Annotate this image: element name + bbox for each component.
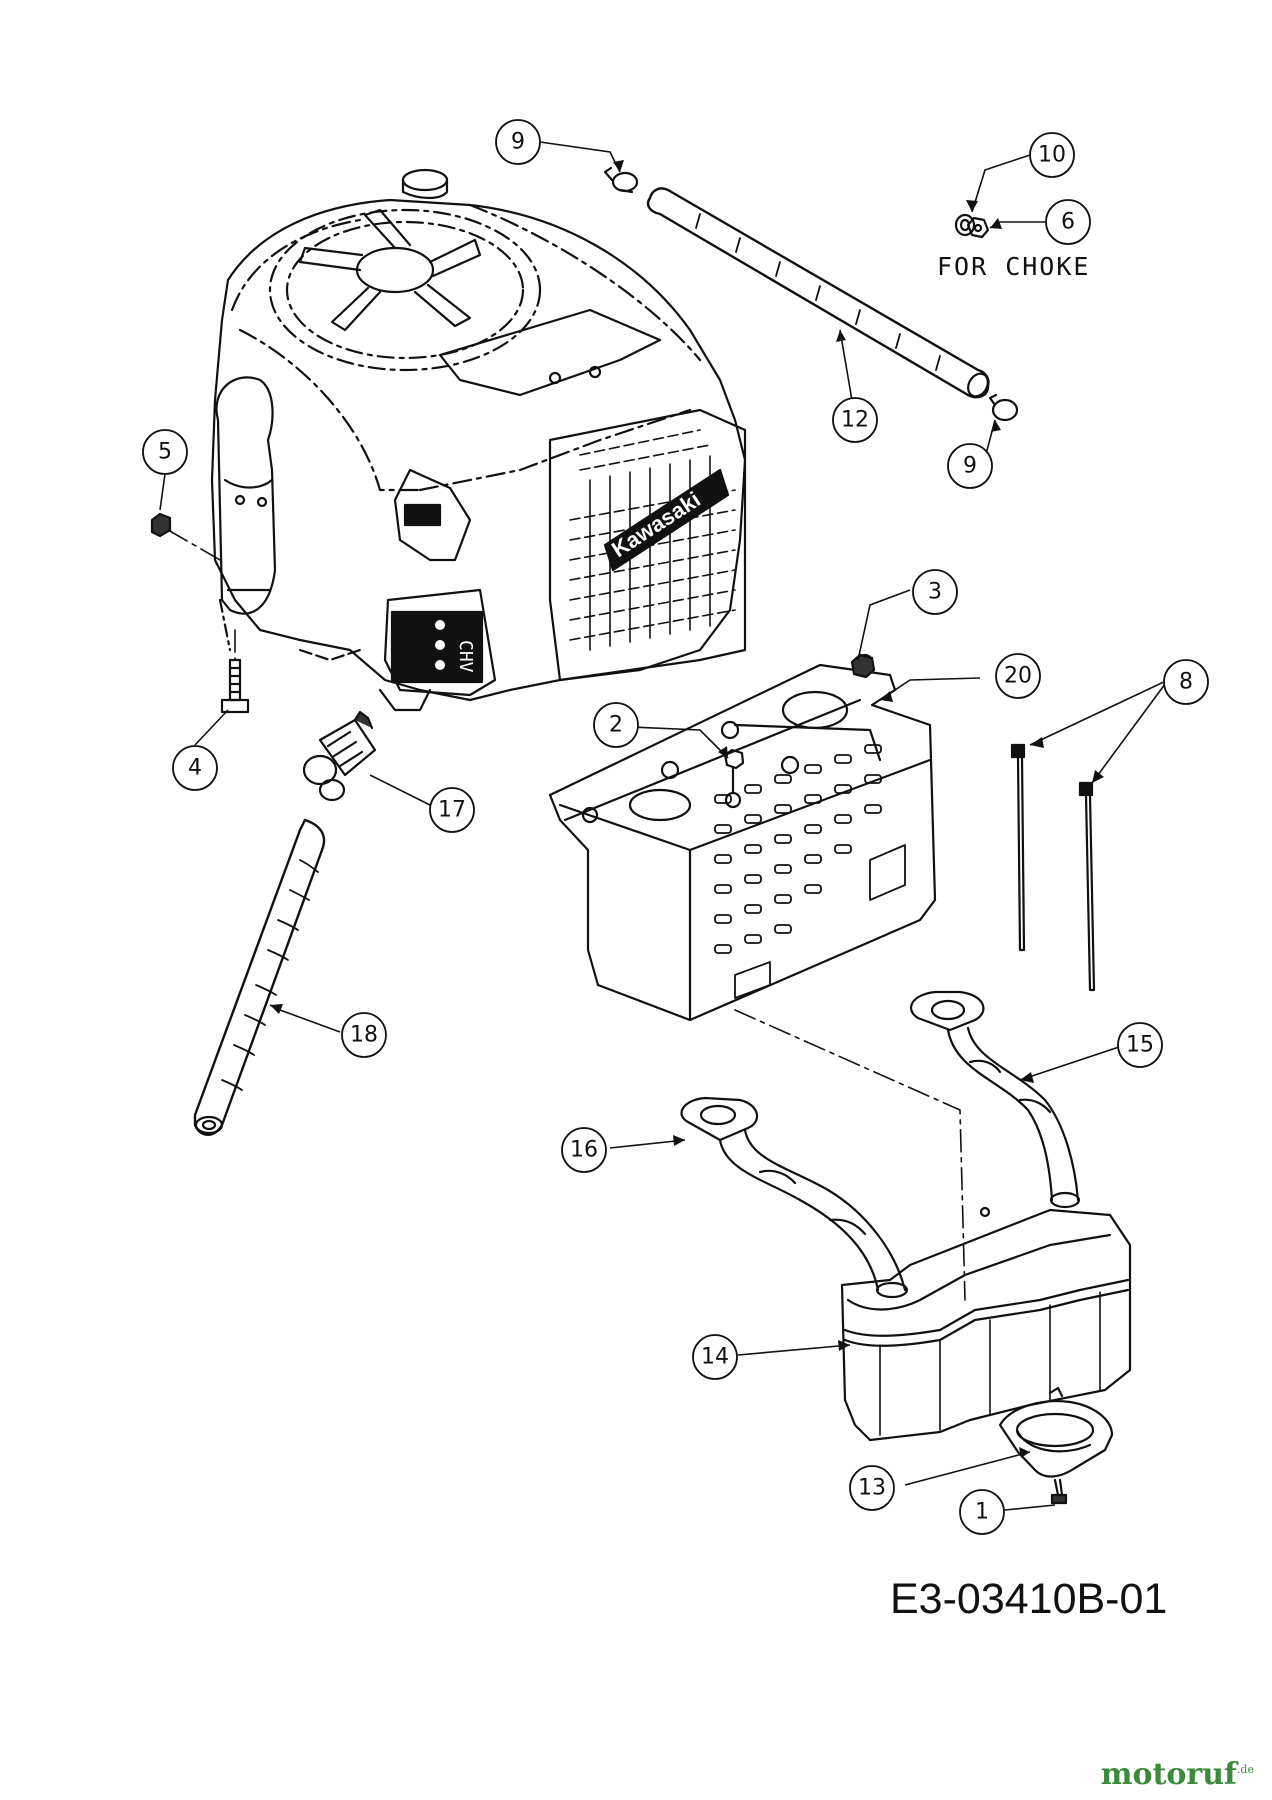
callout-5: 5 [142, 429, 188, 475]
part-20-heat-shield [548, 653, 937, 1022]
part-4-bolt [220, 658, 250, 714]
callout-8: 8 [1163, 659, 1209, 705]
callout-20: 20 [995, 653, 1041, 699]
callout-1: 1 [959, 1489, 1005, 1535]
callout-label: 13 [858, 1476, 886, 1501]
callout-label: 18 [350, 1023, 378, 1048]
part-8-cable-tie-left [1010, 743, 1026, 952]
callout-label: 9 [511, 130, 525, 155]
part-17-connector [302, 710, 377, 802]
part-13-deflector [998, 1386, 1114, 1478]
leader-arrows [270, 160, 1104, 1458]
callout-label: 15 [1126, 1033, 1154, 1058]
callout-label: 8 [1179, 670, 1193, 695]
callout-3: 3 [912, 569, 958, 615]
part-5-nut [150, 512, 172, 538]
assembly-lines [167, 529, 966, 1301]
svg-text:CHV: CHV [455, 640, 476, 673]
callout-label: 12 [841, 408, 869, 433]
callout-label: 14 [701, 1345, 729, 1370]
callout-4: 4 [172, 745, 218, 791]
callout-label: 5 [158, 440, 172, 465]
watermark-suffix: .de [1236, 1763, 1254, 1776]
drawing-code: E3-03410B-01 [890, 1575, 1168, 1623]
callout-label: 9 [963, 454, 977, 479]
part-9-clamp-bottom [988, 393, 1019, 422]
part-2-bolt [723, 748, 745, 809]
part-18-hose [193, 818, 326, 1136]
callout-16: 16 [561, 1127, 607, 1173]
callout-bubbles: 9 10 6 9 12 5 4 17 18 3 20 2 8 15 16 14 … [142, 119, 1209, 1535]
callout-15: 15 [1117, 1022, 1163, 1068]
watermark-logo: motoruf.de [1101, 1757, 1254, 1792]
callout-12: 12 [832, 397, 878, 443]
callout-label: 10 [1038, 143, 1066, 168]
callout-label: 20 [1004, 664, 1032, 689]
callout-6: 6 [1045, 199, 1091, 245]
callout-14: 14 [692, 1334, 738, 1380]
part-1-screw [1050, 1478, 1068, 1505]
callout-13: 13 [849, 1465, 895, 1511]
callout-label: 16 [570, 1138, 598, 1163]
callout-label: 1 [975, 1500, 989, 1525]
engine-assembly: Kawasaki CHV [210, 168, 747, 712]
callout-9-top: 9 [495, 119, 541, 165]
part-14-muffler [840, 1206, 1132, 1442]
part-6-nut [966, 216, 990, 239]
callout-2: 2 [593, 702, 639, 748]
callout-18: 18 [341, 1012, 387, 1058]
part-12-hose [646, 187, 990, 399]
watermark-name: motoruf [1100, 1757, 1237, 1792]
part-15-exhaust-pipe [909, 990, 1081, 1209]
callout-17: 17 [429, 787, 475, 833]
choke-note: FOR CHOKE [937, 252, 1090, 281]
part-9-clamp-top [603, 166, 639, 194]
callout-label: 6 [1061, 210, 1075, 235]
callout-label: 3 [928, 580, 942, 605]
callout-label: 4 [188, 756, 202, 781]
part-8-cable-tie-right [1078, 781, 1096, 992]
callout-9-bottom: 9 [947, 443, 993, 489]
callout-10: 10 [1029, 132, 1075, 178]
part-3-nut [850, 653, 876, 679]
callout-label: 17 [438, 798, 466, 823]
callout-label: 2 [609, 713, 623, 738]
part-16-exhaust-pipe [680, 1096, 909, 1299]
